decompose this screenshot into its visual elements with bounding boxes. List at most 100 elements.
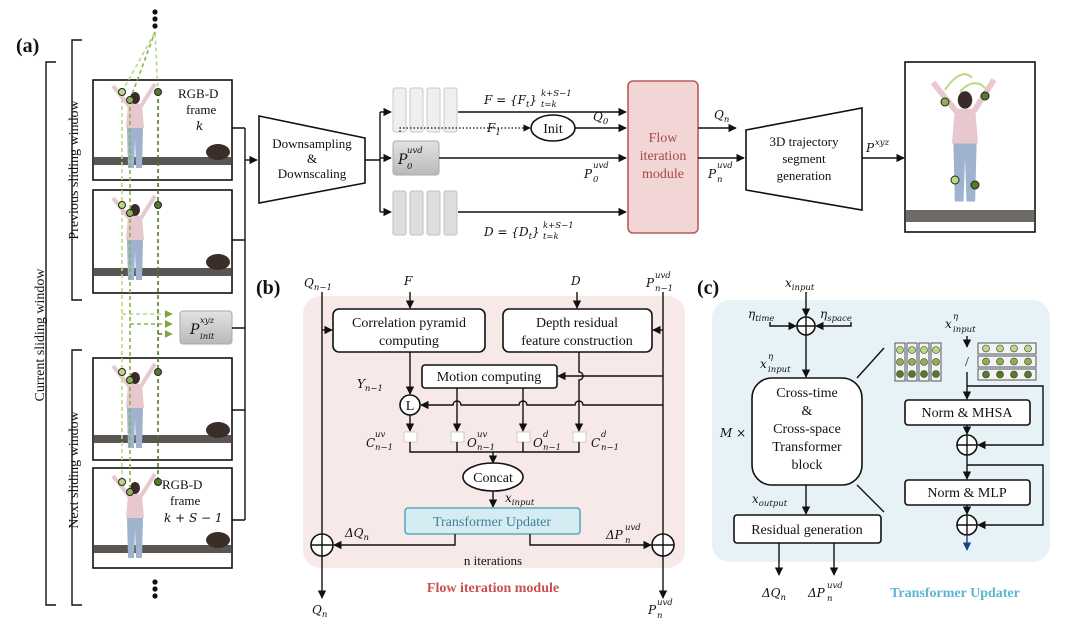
C-d-base: C	[591, 436, 600, 450]
frame-first-index: k	[196, 119, 203, 133]
C-d-sup: d	[601, 430, 607, 440]
ellipsis-top-icon	[152, 9, 158, 29]
downsampling-line2: &	[307, 151, 317, 166]
residual-generation-box: Residual generation	[733, 514, 882, 544]
frame-first-sub: frame	[186, 102, 217, 117]
flow-module-line1: Flow	[649, 131, 679, 146]
space-token-grid	[977, 342, 1037, 381]
frame-connector	[232, 127, 246, 521]
token-dot	[908, 370, 916, 378]
Pn-out-sub: n	[657, 611, 662, 621]
token-dot	[932, 370, 940, 378]
rgbd-frame-4: RGB-D frame k + S − 1	[92, 467, 233, 569]
token-dot	[896, 370, 904, 378]
panel-a-label: (a)	[16, 35, 39, 57]
Qn-label: Qn	[714, 108, 729, 125]
residual-label: Residual generation	[751, 523, 863, 538]
point-tracks	[121, 29, 173, 492]
p0-box-base: P	[397, 152, 408, 168]
token-dot	[908, 346, 916, 354]
O-d-base: O	[533, 436, 543, 450]
arrow-dQ	[333, 534, 456, 550]
mhsa-label: Norm & MHSA	[921, 406, 1013, 421]
ellipsis-bottom-icon	[152, 579, 158, 599]
track-points	[118, 88, 162, 496]
rgbd-frame-1: RGB-D frame k	[92, 79, 233, 181]
x-input-eta-sup: η	[768, 352, 774, 362]
feature-stack-F	[392, 87, 458, 133]
Pxyz-sup: xyz	[875, 138, 890, 148]
F1-label: F1	[486, 121, 501, 138]
token-dot	[1010, 357, 1018, 366]
block-line4: Transformer	[772, 440, 842, 455]
p0-box-sup: uvd	[407, 146, 423, 156]
downsampling-block: Downsampling & Downscaling	[258, 115, 366, 204]
cross-time-space-transformer-block: Cross-time & Cross-space Transformer blo…	[751, 377, 863, 486]
D-eq-sub: t=k	[543, 232, 559, 242]
next-window-bracket	[71, 349, 82, 606]
p0-box: P uvd 0	[392, 140, 440, 176]
correlation-line1: Correlation pyramid	[352, 316, 466, 331]
P0-label-base: P	[583, 167, 593, 181]
frame-first-title: RGB-D	[178, 86, 218, 101]
c-dQ-label: ΔQn	[761, 586, 786, 603]
rgbd-frame-2	[92, 189, 233, 294]
arrow-eta-time	[769, 321, 797, 331]
transformer-updater-title: Transformer Updater	[890, 586, 1020, 601]
p-init-box: P xyz init	[179, 310, 233, 345]
frame-last-title: RGB-D	[162, 477, 202, 492]
iterations-label: n iterations	[464, 553, 522, 568]
Pn-label-sup: uvd	[717, 161, 733, 171]
x-output-label: xoutput	[752, 492, 788, 509]
Qn1-label: Qn−1	[304, 276, 332, 293]
depth-line1: Depth residual	[536, 316, 618, 331]
flow-module-line3: module	[642, 167, 684, 182]
F-input-label: F	[403, 274, 413, 288]
token-dot	[996, 370, 1004, 379]
skip-mlp	[967, 464, 1044, 530]
panel-b-label: (b)	[256, 277, 280, 299]
token-dot	[932, 346, 940, 354]
token-dot	[982, 370, 990, 379]
time-token-grid	[894, 342, 942, 382]
trajectory-line2: segment	[782, 151, 826, 166]
downsampling-line1: Downsampling	[272, 136, 352, 151]
repeat-label: M ×	[719, 426, 746, 440]
eta-time-label: ηtime	[748, 307, 774, 324]
arrow-depth-to-Cd	[574, 352, 584, 432]
next-window-label: Next sliding window	[67, 410, 82, 528]
Y-label: Yn−1	[357, 377, 383, 394]
Pn-out-base: P	[647, 603, 657, 617]
token-dot	[932, 358, 940, 366]
token-dot	[920, 358, 928, 366]
C-d-sub: n−1	[601, 443, 619, 453]
arrow-eta-space	[815, 321, 852, 331]
add-node-P	[651, 533, 675, 557]
depth-residual-box: Depth residual feature construction	[502, 308, 653, 353]
previous-window-label: Previous sliding window	[67, 100, 82, 240]
slash-label: /	[965, 355, 969, 370]
skip-mhsa	[967, 385, 1044, 450]
add-node-Q	[310, 533, 334, 557]
block-line2: &	[802, 404, 813, 419]
current-window-bracket	[45, 61, 56, 606]
Pn1-sup: uvd	[655, 271, 671, 281]
panel-c-label: (c)	[697, 277, 719, 299]
token-dot	[908, 358, 916, 366]
P0-label-sub: 0	[593, 175, 599, 185]
D-eq-sup: k+S−1	[543, 221, 574, 231]
c-x-input-label: xinput	[785, 276, 815, 293]
zoom-lines	[856, 347, 885, 513]
token-dot	[920, 346, 928, 354]
Pn-label-sub: n	[717, 175, 722, 185]
concat-label: Concat	[473, 471, 513, 486]
x-input-eta-right-base: x	[945, 317, 952, 331]
dP-base: ΔP	[605, 528, 624, 542]
block-line3: Cross-space	[773, 422, 841, 437]
space-token-row	[977, 368, 1037, 381]
token-dot	[896, 346, 904, 354]
frame-last-sub: frame	[170, 493, 201, 508]
arrow-dP	[529, 534, 652, 550]
token-dot	[1010, 370, 1018, 379]
